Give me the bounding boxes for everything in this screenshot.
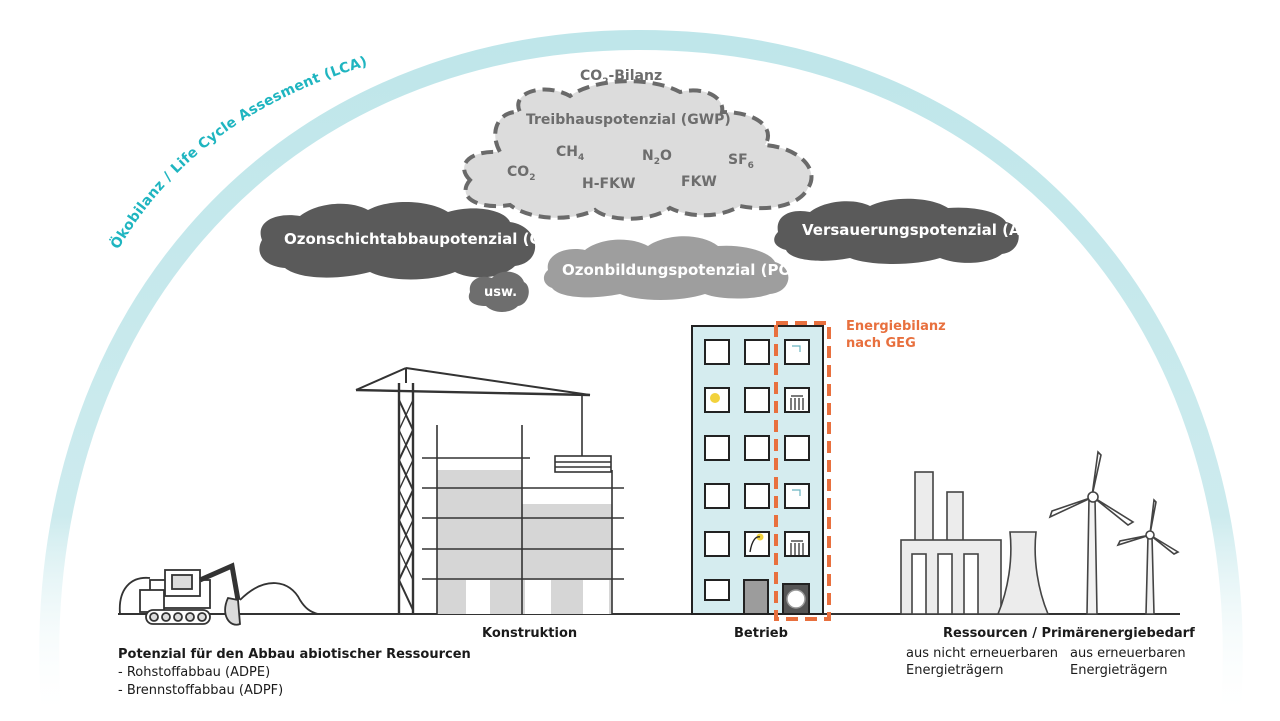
excavator-illustration [118, 562, 319, 626]
gas-fkw: FKW [681, 174, 717, 190]
konstruktion-caption: Konstruktion [482, 626, 578, 641]
ressourcen-caption-title: Ressourcen / Primärenergiebedarf [943, 626, 1195, 641]
ressourcen-left-caption: aus nicht erneuerbaren Energieträgern [906, 646, 1059, 678]
energiebilanz-label: Energiebilanz nach GEG [846, 319, 946, 351]
betrieb-caption: Betrieb [734, 626, 788, 641]
gwp-title: Treibhauspotenzial (GWP) [526, 112, 731, 128]
ap-cloud [774, 198, 1019, 264]
lca-arc [39, 29, 1243, 721]
ressourcen-right-caption: aus erneuerbaren Energieträgern [1070, 646, 1186, 678]
gas-co2: CO2 [507, 164, 536, 183]
odp-cloud [259, 201, 536, 280]
building-illustration [691, 325, 824, 615]
pocp-label: Ozonbildungspotenzial (POCP) [562, 261, 821, 279]
usw-cloud [468, 271, 529, 312]
usw-label: usw. [484, 285, 518, 300]
gas-hfkw: H-FKW [582, 176, 636, 192]
energiebilanz-frame [774, 321, 831, 621]
gas-sf6: SF6 [728, 152, 754, 171]
construction-illustration [355, 367, 624, 614]
pocp-cloud [543, 236, 789, 300]
ap-label: Versauerungspotenzial (AP) [802, 221, 1039, 239]
gas-n2o: N2O [642, 148, 672, 167]
odp-label: Ozonschichtabbaupotenzial (ODP) [284, 230, 573, 248]
co2-bilanz-label: CO2-Bilanz [580, 68, 663, 87]
gwp-cloud [462, 79, 814, 221]
wind-turbine-illustration [1048, 450, 1180, 615]
power-plant-illustration [900, 471, 1050, 615]
abbau-caption: Potenzial für den Abbau abiotischer Ress… [118, 647, 471, 698]
gas-ch4: CH4 [556, 144, 585, 163]
